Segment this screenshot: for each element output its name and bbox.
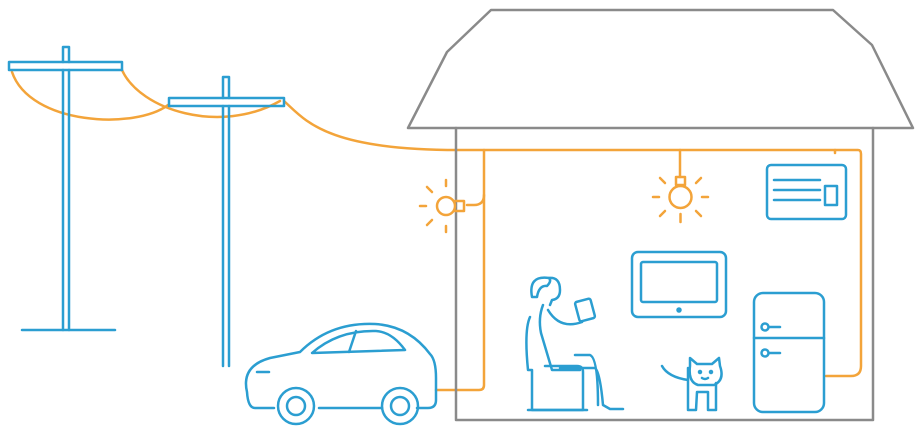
television-icon xyxy=(632,252,726,317)
utility-pole-icon xyxy=(169,77,284,366)
pole1-crossarm xyxy=(9,62,122,70)
hair xyxy=(531,278,550,297)
car-wheel-front xyxy=(278,388,314,424)
house-walls xyxy=(456,128,873,420)
wire-to-house xyxy=(284,101,861,376)
pole1-shaft xyxy=(63,47,69,330)
pole2-crossarm xyxy=(169,98,284,106)
electric-car-icon xyxy=(246,324,436,424)
power-line-icon xyxy=(12,70,861,390)
utility-pole-icon xyxy=(9,47,122,330)
wire-drop-left xyxy=(436,150,484,390)
air-conditioner-icon xyxy=(767,165,846,219)
wire-pole1-right xyxy=(122,70,280,117)
car-wheel-rear xyxy=(382,388,418,424)
cat-icon xyxy=(662,358,722,410)
torso xyxy=(540,305,580,370)
light-bulb-icon xyxy=(653,177,708,222)
person-reading-icon xyxy=(526,278,623,410)
pole2-shaft xyxy=(223,77,229,366)
wire-branch-bulb-left xyxy=(467,195,484,205)
legs xyxy=(560,355,623,409)
chair xyxy=(526,317,583,410)
refrigerator-icon xyxy=(754,293,824,412)
light-bulb-icon xyxy=(420,180,464,232)
house-roof xyxy=(408,10,913,128)
book xyxy=(575,298,596,321)
